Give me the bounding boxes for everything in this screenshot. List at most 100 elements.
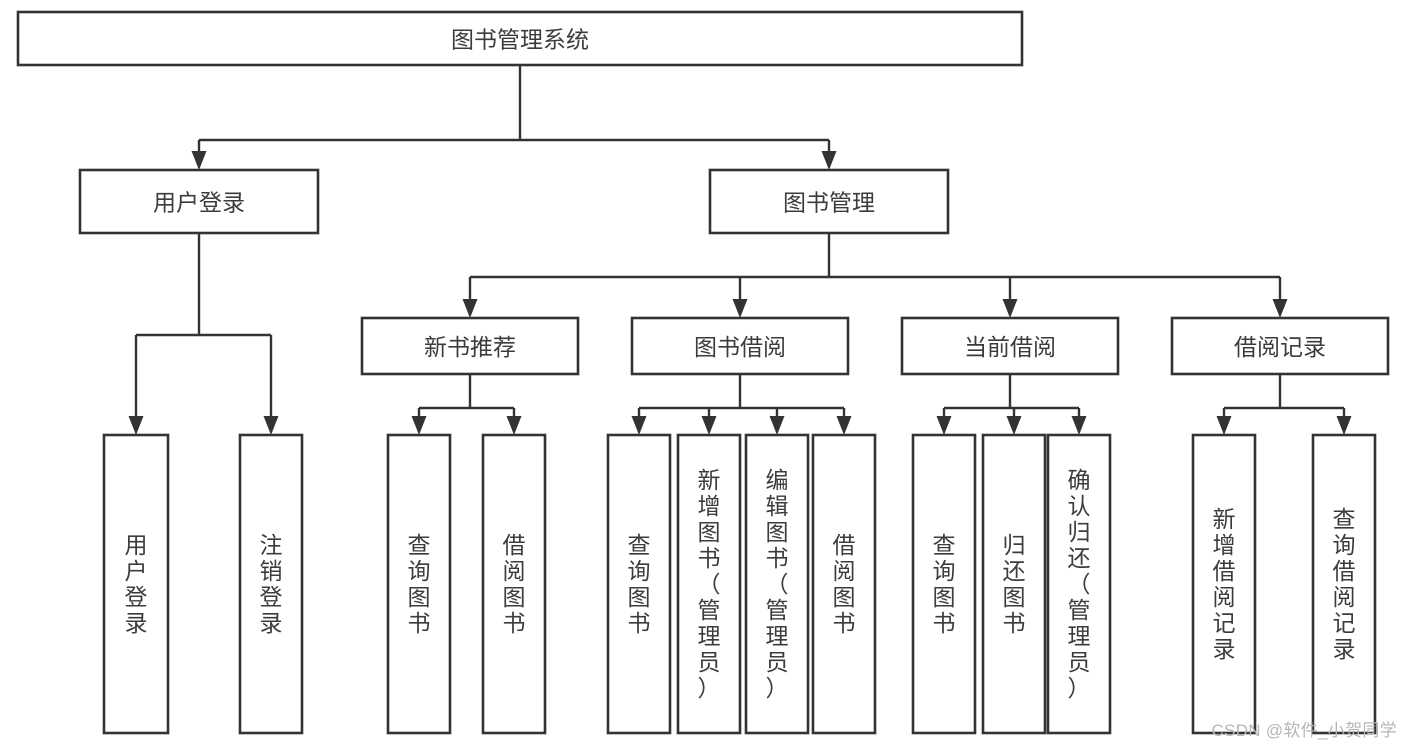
node-box xyxy=(1170,316,1390,376)
node-book-borrow[interactable]: 图书借阅 xyxy=(630,316,850,376)
node-borrow-record[interactable]: 借阅记录 xyxy=(1170,316,1390,376)
node-label-char: 员 xyxy=(1068,649,1091,675)
node-label-char: 图 xyxy=(698,519,721,545)
node-label-char: 图 xyxy=(833,584,856,610)
node-label-char: 新 xyxy=(698,467,721,493)
node-label-char: 查 xyxy=(628,532,651,558)
arrow-head xyxy=(732,299,748,318)
node-label-char: 借 xyxy=(503,532,526,558)
node-label-char: 书 xyxy=(933,610,956,636)
node-label-char: 管 xyxy=(766,597,789,623)
arrow-head xyxy=(1336,416,1352,435)
node-label-char: 图 xyxy=(628,584,651,610)
arrow-head xyxy=(701,416,717,435)
arrow-head xyxy=(1071,416,1087,435)
node-box xyxy=(981,433,1047,735)
node-label: 图书借阅 xyxy=(694,334,786,360)
node-user-login[interactable]: 用户登录 xyxy=(78,168,320,235)
node-label-char: 销 xyxy=(260,558,283,584)
node-label-char: 借 xyxy=(1333,558,1356,584)
node-box xyxy=(386,433,452,735)
nodes-layer: 图书管理系统用户登录图书管理新书推荐图书借阅当前借阅借阅记录用户登录注销登录查询… xyxy=(16,10,1390,735)
node-label-char: 户 xyxy=(125,558,148,584)
arrow-head xyxy=(1216,416,1232,435)
node-box xyxy=(1311,433,1377,735)
node-label-char: 查 xyxy=(408,532,431,558)
node-label-char: ） xyxy=(766,675,789,701)
node-label-char: 书 xyxy=(628,610,651,636)
node-box xyxy=(102,433,170,735)
arrow-head xyxy=(1006,416,1022,435)
node-label-char: 借 xyxy=(833,532,856,558)
node-label-char: 编 xyxy=(766,467,789,493)
arrow-head xyxy=(1002,299,1018,318)
node-label-char: 图 xyxy=(503,584,526,610)
node-label-char: 书 xyxy=(503,610,526,636)
node-label-char: 登 xyxy=(125,584,148,610)
node-label-char: 理 xyxy=(698,623,721,649)
node-label-char: 新 xyxy=(1213,506,1236,532)
node-label-char: 询 xyxy=(1333,532,1356,558)
node-label-char: 辑 xyxy=(766,493,789,519)
node-label-char: 增 xyxy=(698,493,721,519)
node-label-char: 阅 xyxy=(833,558,856,584)
node-label-char: 询 xyxy=(408,558,431,584)
node-book-manage[interactable]: 图书管理 xyxy=(708,168,950,235)
node-label: 图书管理 xyxy=(783,190,875,216)
node-box xyxy=(744,433,810,735)
node-label-char: 图 xyxy=(933,584,956,610)
node-label-char: 询 xyxy=(628,558,651,584)
node-label-char: ） xyxy=(1068,675,1091,701)
arrow-head xyxy=(263,416,279,435)
node-new-book-rec[interactable]: 新书推荐 xyxy=(360,316,580,376)
node-box xyxy=(16,10,1024,67)
node-leaf-user-login[interactable]: 用户登录 xyxy=(102,433,170,735)
node-box xyxy=(630,316,850,376)
node-box xyxy=(811,433,877,735)
node-label-char: 阅 xyxy=(1213,584,1236,610)
arrow-head xyxy=(936,416,952,435)
node-label-char: 图 xyxy=(1003,584,1026,610)
node-label: 借阅记录 xyxy=(1234,334,1326,360)
node-label-char: （ xyxy=(766,571,789,597)
node-box xyxy=(1046,433,1112,735)
node-box xyxy=(606,433,672,735)
node-label-char: 认 xyxy=(1068,493,1091,519)
node-label-char: 图 xyxy=(408,584,431,610)
node-label-char: 还 xyxy=(1003,558,1026,584)
node-label-char: 归 xyxy=(1068,519,1091,545)
node-label-char: 注 xyxy=(260,532,283,558)
node-label-char: 书 xyxy=(1003,610,1026,636)
edges-layer xyxy=(128,65,1352,435)
node-label-char: 书 xyxy=(833,610,856,636)
node-current-borrow[interactable]: 当前借阅 xyxy=(900,316,1120,376)
node-label-char: 录 xyxy=(260,610,283,636)
node-label-char: 阅 xyxy=(1333,584,1356,610)
node-label-char: 确 xyxy=(1068,467,1091,493)
node-label-char: 理 xyxy=(766,623,789,649)
node-label-char: 图 xyxy=(766,519,789,545)
node-label-char: 录 xyxy=(1213,636,1236,662)
node-label-char: 登 xyxy=(260,584,283,610)
node-label-char: 员 xyxy=(698,649,721,675)
arrow-head xyxy=(128,416,144,435)
node-root[interactable]: 图书管理系统 xyxy=(16,10,1024,67)
node-label-char: 录 xyxy=(1333,636,1356,662)
arrow-head xyxy=(631,416,647,435)
node-label-char: 询 xyxy=(933,558,956,584)
node-label-char: 管 xyxy=(1068,597,1091,623)
node-box xyxy=(360,316,580,376)
